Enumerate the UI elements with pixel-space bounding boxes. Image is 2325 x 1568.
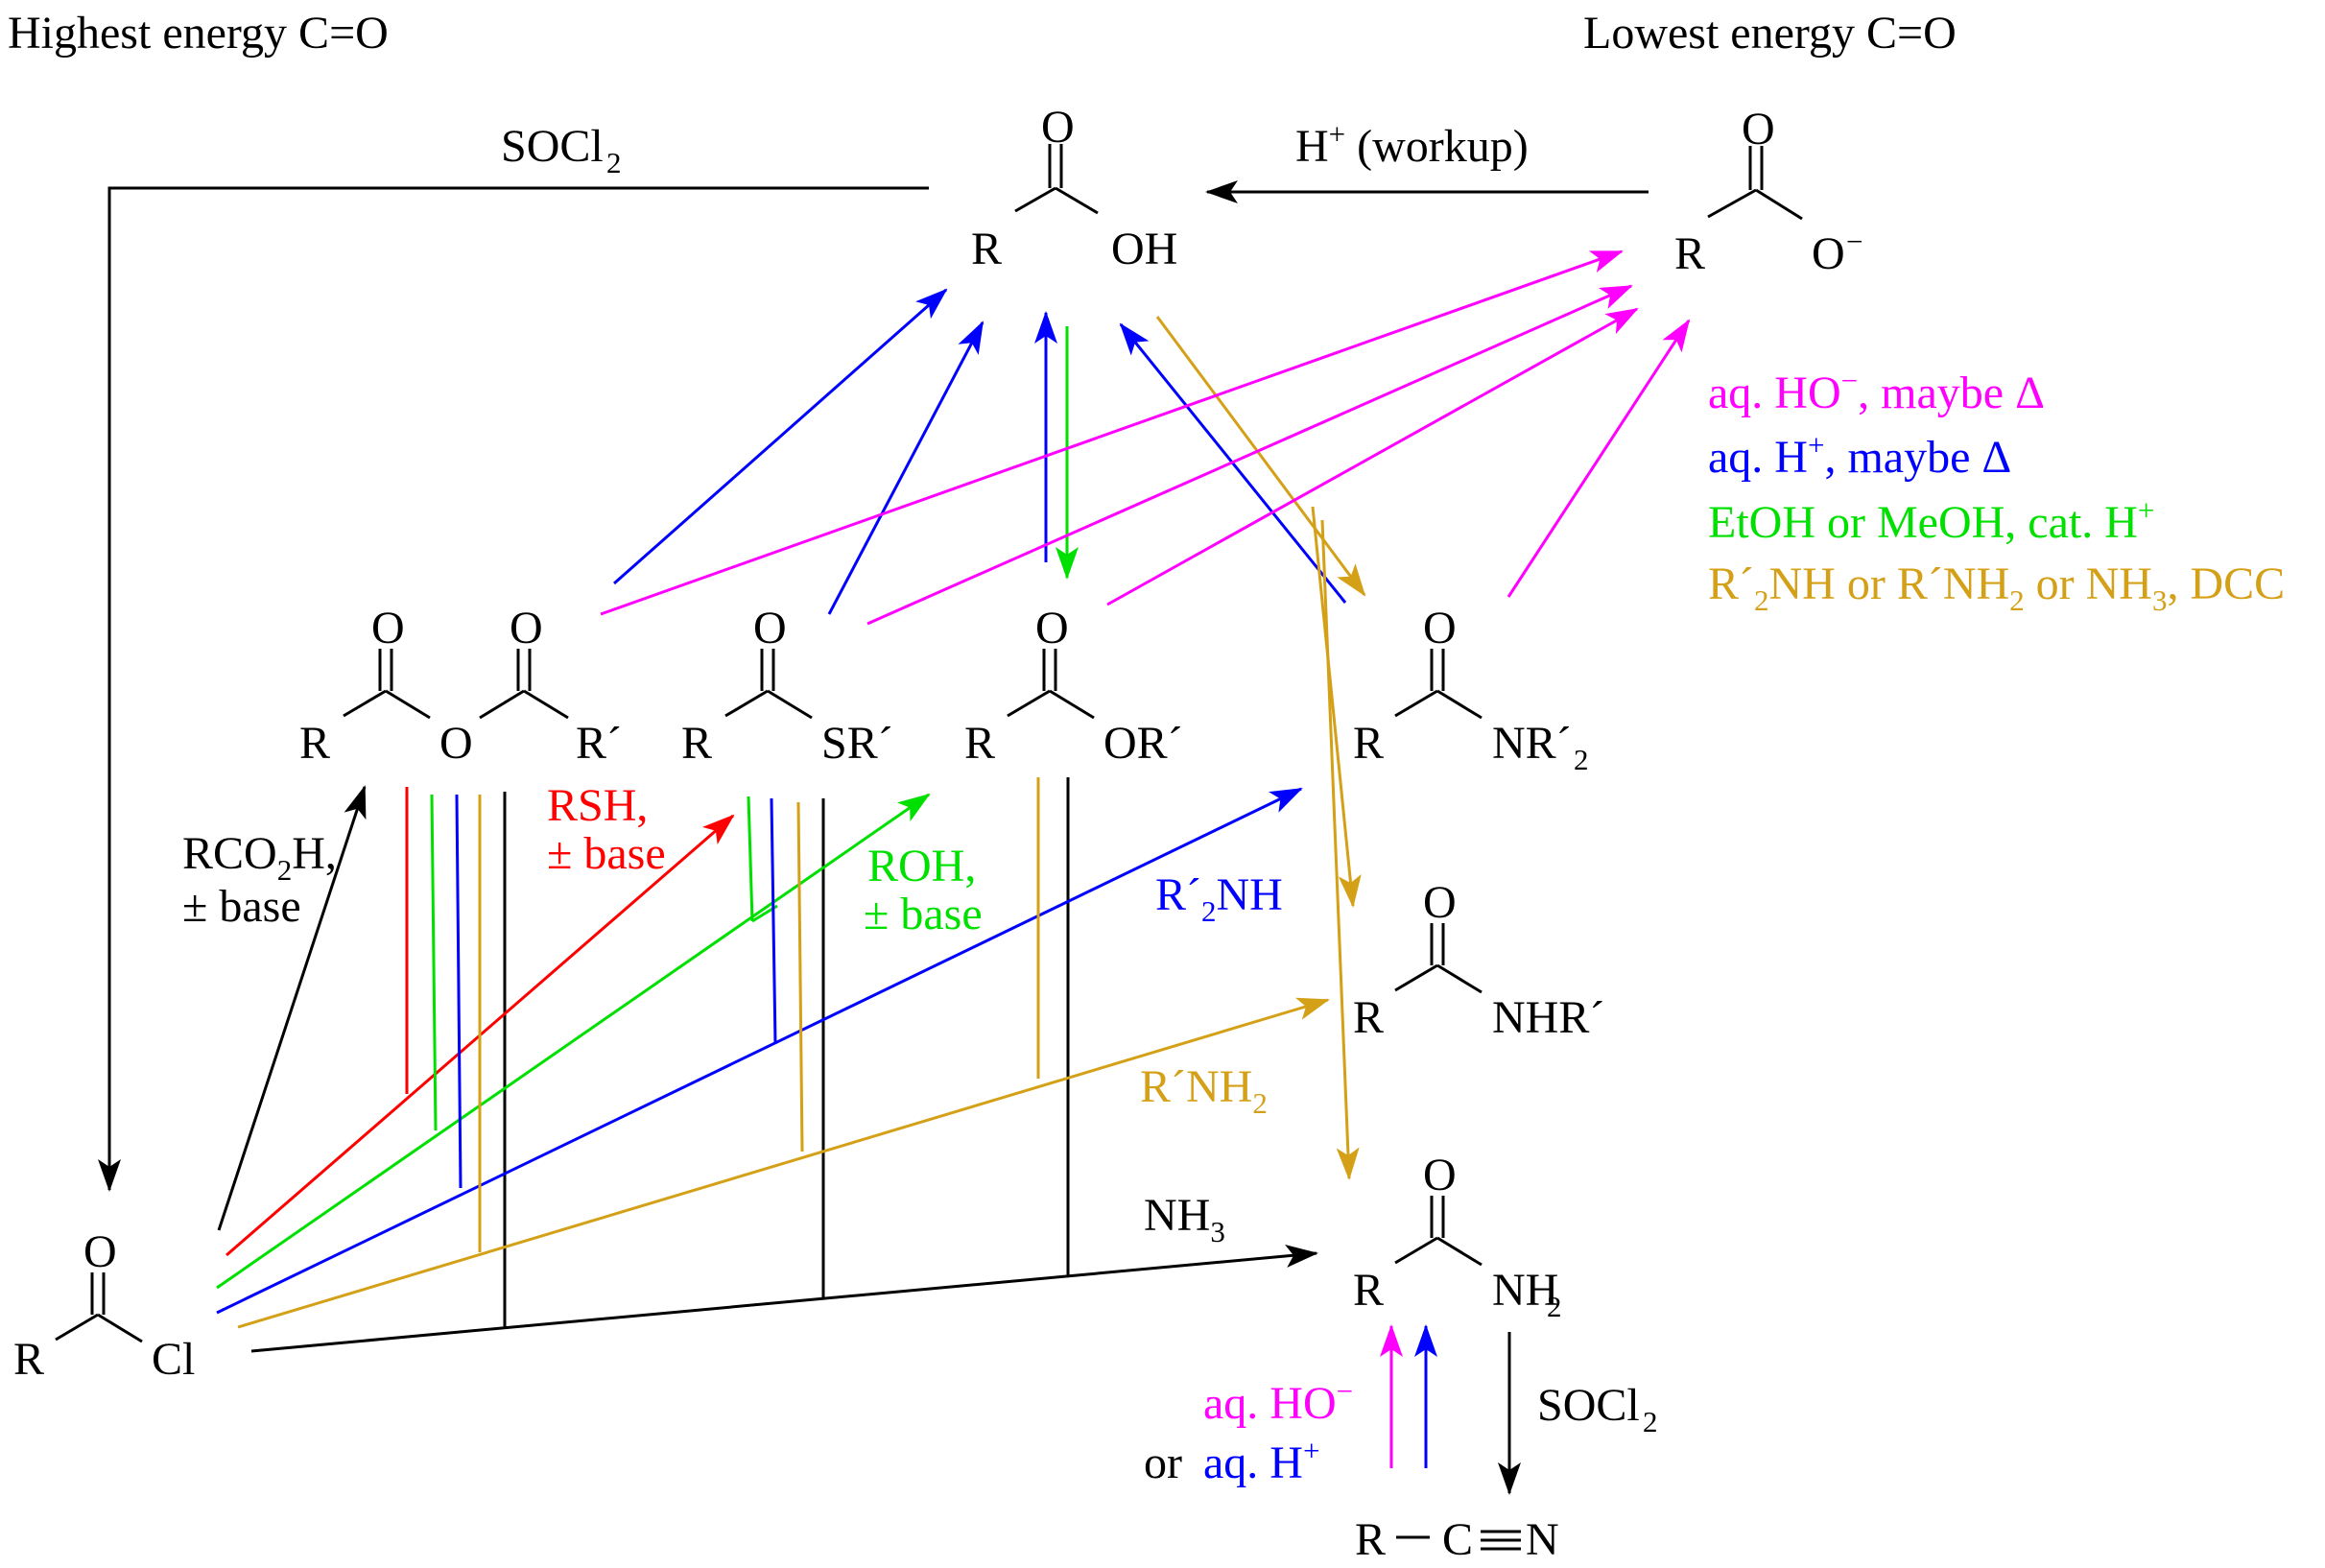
acid-o: O [1041, 102, 1075, 153]
highest-energy-label: Highest energy C=O [8, 8, 389, 59]
anhydride [343, 649, 569, 720]
r2nh-path [216, 288, 1437, 1468]
tertiary-amide-r: R [1353, 718, 1384, 769]
workup-label: H+ (workup) [1295, 117, 1529, 172]
thioester-sr: SR´ [821, 718, 893, 769]
thioester-o: O [753, 603, 787, 653]
rsh-label: RSH, [547, 780, 648, 831]
roh-base-label: ± base [864, 889, 983, 939]
primary-amide-n: NH [1492, 1265, 1558, 1316]
tertiary-amide [1394, 649, 1483, 720]
legend-green: EtOH or MeOH, cat. H+ [1708, 493, 2154, 548]
legend-magenta: aq. HO−, maybe Δ [1708, 364, 2045, 418]
socl2-top-sub: 2 [606, 146, 622, 179]
tertiary-amide-n: NR´ [1492, 718, 1572, 769]
secondary-amide [1394, 923, 1483, 994]
acid-chloride [55, 1272, 143, 1343]
lowest-energy-label: Lowest energy C=O [1583, 8, 1957, 59]
acid-oh: OH [1111, 224, 1177, 274]
tertiary-amide-sub: 2 [1574, 743, 1589, 776]
legend-gold: R´2NH or R´NH2 or NH3, DCC [1708, 558, 2285, 617]
carboxylic-acid [1014, 144, 1099, 215]
secondary-amide-r: R [1353, 992, 1384, 1043]
carboxylate-minus: − [1846, 225, 1862, 258]
rnh2-label: R´NH2 [1140, 1061, 1268, 1120]
or-label: or [1144, 1437, 1182, 1488]
nitrile-r: R [1355, 1514, 1386, 1565]
roh-label: ROH, [867, 841, 976, 891]
acid-r: R [971, 224, 1002, 274]
rsh-base-label: ± base [547, 828, 666, 879]
primary-amide [1394, 1196, 1483, 1267]
rco2h-base-label: ± base [182, 881, 301, 932]
carboxylate-r: R [1674, 228, 1705, 279]
aq-h-label: aq. H+ [1203, 1434, 1319, 1488]
tertiary-amide-o: O [1423, 603, 1457, 653]
primary-amide-o: O [1423, 1150, 1457, 1200]
nh3-label: NH3 [1144, 1190, 1225, 1248]
nitrile-c: C [1442, 1514, 1473, 1565]
legend: aq. HO−, maybe Δ aq. H+, maybe Δ EtOH or… [1708, 364, 2285, 617]
nitrile [1396, 1530, 1521, 1551]
rco2h-label: RCO2H, [182, 828, 337, 887]
acid-chloride-cl: Cl [152, 1334, 195, 1385]
carboxylate-o-minus: O [1812, 228, 1845, 279]
ester [1007, 649, 1095, 720]
nh3-path [250, 777, 1318, 1353]
ester-r: R [964, 718, 995, 769]
acid-chloride-o: O [83, 1226, 117, 1277]
socl2-top-label: SOCl [501, 121, 604, 172]
thioester [724, 649, 813, 720]
socl2-bottom-label: SOCl [1537, 1380, 1640, 1431]
socl2-bottom-sub: 2 [1643, 1405, 1658, 1438]
secondary-amide-n: NHR´ [1492, 992, 1604, 1043]
anhydride-o1: O [371, 603, 405, 653]
socl2-path [98, 186, 929, 1192]
acid-chloride-r: R [13, 1334, 44, 1385]
rco2h-arrow [217, 785, 367, 1231]
r2nh-label: R´2NH [1155, 869, 1283, 928]
carboxylate [1707, 146, 1803, 221]
anhydride-rprime: R´ [576, 718, 622, 769]
hydroxide-path [600, 249, 1691, 1468]
primary-amide-sub: 2 [1547, 1290, 1562, 1323]
ester-o: O [1035, 603, 1069, 653]
anhydride-bridge-o: O [439, 718, 473, 769]
ester-or: OR´ [1103, 718, 1183, 769]
carboxylate-o: O [1742, 104, 1775, 154]
primary-amide-r: R [1353, 1265, 1384, 1316]
rnh2-path [237, 316, 1366, 1329]
anhydride-o2: O [510, 603, 543, 653]
thioester-r: R [681, 718, 712, 769]
legend-blue: aq. H+, maybe Δ [1708, 428, 2011, 483]
anhydride-r: R [299, 718, 330, 769]
nitrile-n: N [1526, 1514, 1559, 1565]
secondary-amide-o: O [1423, 877, 1457, 928]
aq-ho-label: aq. HO− [1203, 1374, 1353, 1429]
